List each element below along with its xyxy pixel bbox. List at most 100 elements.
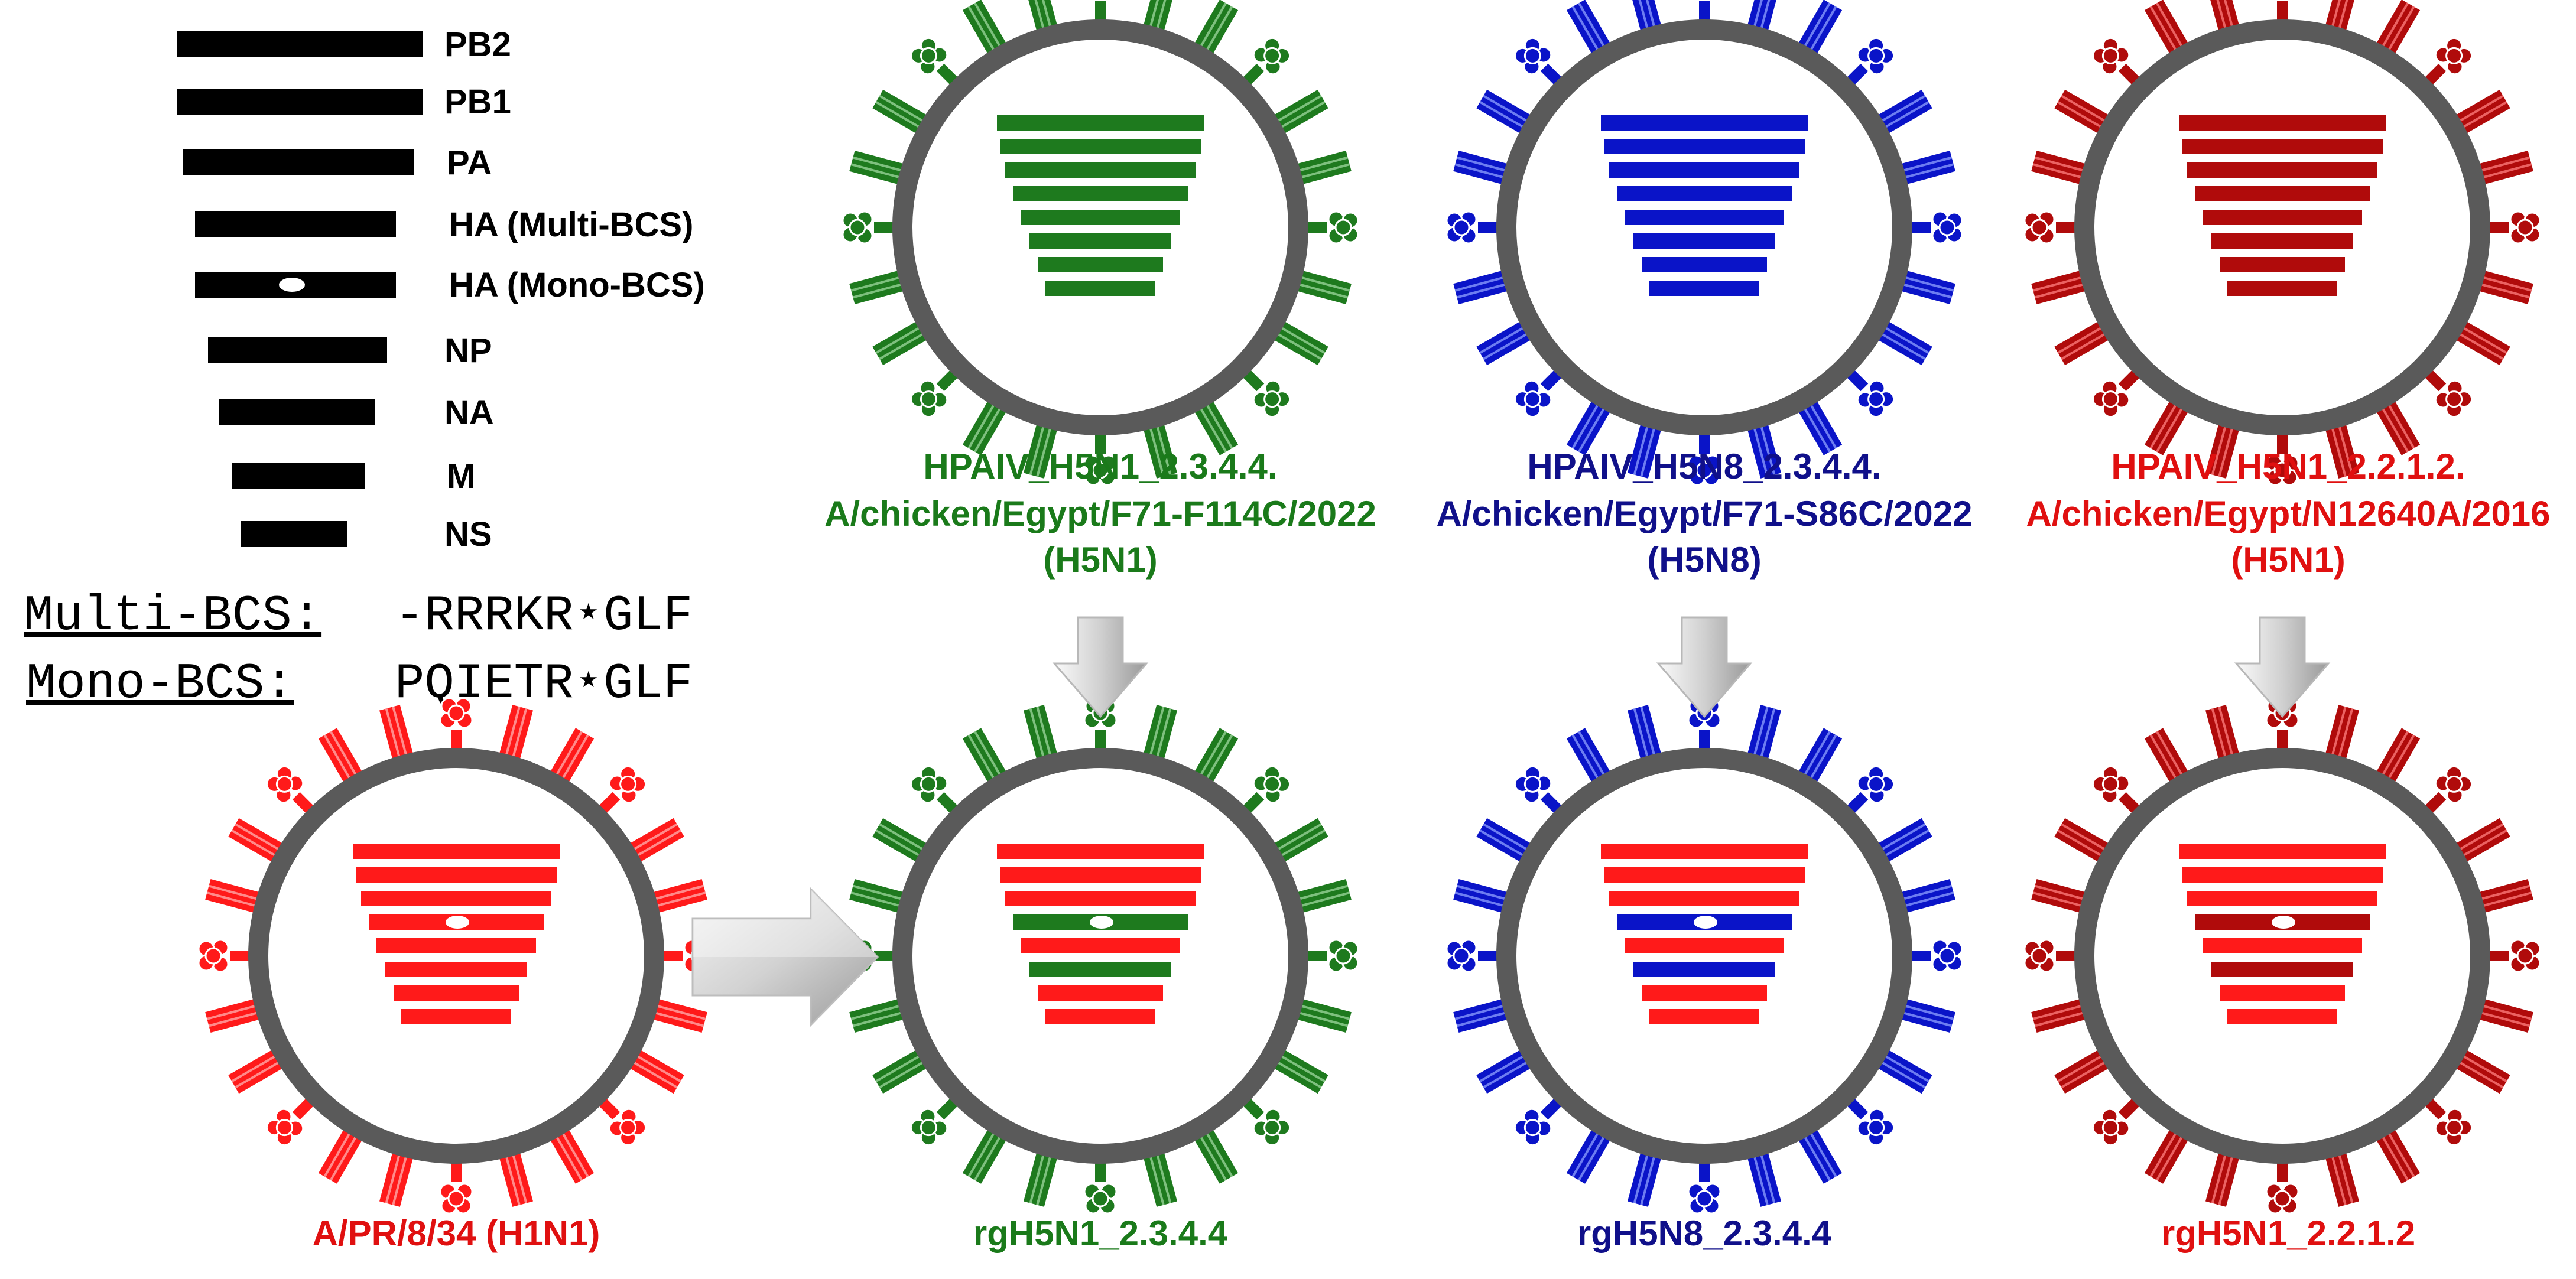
hemagglutinin-spike [1897,151,1955,185]
strain-isolate-line: A/chicken/Egypt/F71-S86C/2022 [1436,494,1972,533]
hemagglutinin-spike [849,269,908,304]
hemagglutinin-spike [2144,0,2191,57]
viral-envelope [1496,748,1912,1164]
rna-segment [356,867,557,883]
hemagglutinin-spike [2374,398,2421,455]
hemagglutinin-spike [1024,705,1058,763]
rna-segment [376,938,536,953]
mono-bcs-marker [2272,916,2295,929]
hemagglutinin-spike [1293,879,1352,914]
segment-row: NS [241,515,492,554]
hemagglutinin-spike [872,319,930,366]
hemagglutinin-spike [2475,269,2533,304]
neuraminidase-spike [1303,939,1359,973]
hemagglutinin-spike [1628,1148,1662,1207]
hemagglutinin-spike [1453,879,1512,914]
hemagglutinin-spike [1192,398,1239,455]
rna-segment [1013,186,1188,201]
hemagglutinin-spike [1142,0,1177,35]
neuraminidase-spike [1083,1158,1118,1215]
rna-segment [1609,891,1799,906]
hemagglutinin-spike [1271,818,1328,864]
hemagglutinin-spike [1142,420,1177,479]
hemagglutinin-spike [1897,269,1955,304]
hemagglutinin-spike [1293,151,1352,185]
segment-row: NP [208,331,492,370]
neuraminidase-spike [1844,1095,1895,1147]
neuraminidase-spike [1083,430,1118,486]
hemagglutinin-spike [1566,398,1613,455]
neuraminidase-spike [1687,1158,1721,1215]
hemagglutinin-spike [2374,0,2421,57]
rna-segment [1604,867,1805,883]
rna-segment [401,1009,511,1024]
rna-segment [1604,139,1805,154]
rna-segment [1021,938,1180,953]
viral-envelope [892,748,1308,1164]
hemagglutinin-spike [872,1047,930,1094]
hemagglutinin-spike [2144,398,2191,455]
rna-segment [1601,844,1808,859]
hemagglutinin-spike [1024,1148,1058,1207]
viral-envelope [1496,19,1912,435]
hemagglutinin-spike [962,728,1009,786]
rna-segment [2220,985,2345,1001]
rna-segment [2195,186,2370,201]
virion-rgh5n1-2212 [2023,697,2541,1215]
right-arrow-icon [691,887,879,1027]
rna-segment [1625,938,1784,953]
rna-segment [2182,139,2383,154]
rna-segment [2227,1009,2337,1024]
rna-segment [2211,962,2353,977]
hemagglutinin-spike [626,818,684,864]
neuraminidase-spike [1303,210,1359,245]
hemagglutinin-spike [1024,420,1058,479]
label-rgh5n8-2344: rgH5N8_2.3.4.4 [1577,1213,1832,1253]
segment-label: PB1 [444,83,511,121]
virion-hpaiv-h5n8-2344 [1445,0,1963,486]
hemagglutinin-spike [1476,818,1534,864]
hemagglutinin-spike [962,0,1009,57]
strain-name-line: HPAIV_H5N1_2.3.4.4. [923,447,1277,486]
hemagglutinin-spike [498,705,533,763]
hemagglutinin-spike [2031,998,2090,1033]
segment-row: PB2 [177,25,511,64]
hemagglutinin-spike [1796,728,1843,786]
strain-subtype-line: (H5N8) [1647,540,1761,580]
hemagglutinin-spike [2324,1148,2359,1207]
hemagglutinin-spike [2324,420,2359,479]
rna-segment [1021,210,1180,225]
hemagglutinin-spike [2452,319,2510,366]
hemagglutinin-spike [2054,1047,2112,1094]
viral-envelope [2074,748,2490,1164]
segment-bar [177,31,423,57]
hemagglutinin-spike [649,879,707,914]
neuraminidase-spike [439,1158,473,1215]
segment-bar [219,399,375,425]
neuraminidase-spike [1687,430,1721,486]
segment-bar [183,149,414,175]
mono-bcs-marker [1694,916,1717,929]
hemagglutinin-spike [1796,398,1843,455]
hemagglutinin-spike [626,1047,684,1094]
segment-row: NA [219,393,494,432]
hemagglutinin-spike [548,728,595,786]
hemagglutinin-spike [2374,728,2421,786]
mono-bcs-marker [279,278,305,292]
strain-isolate-line: A/chicken/Egypt/N12640A/2016 [2026,494,2550,533]
hemagglutinin-spike [498,1148,533,1207]
rna-segment [2203,210,2362,225]
hemagglutinin-spike [2031,879,2090,914]
hemagglutinin-spike [2475,151,2533,185]
hemagglutinin-spike [1566,0,1613,57]
hemagglutinin-spike [1875,1047,1932,1094]
rna-segment [385,962,527,977]
hemagglutinin-spike [1476,319,1534,366]
rna-segment [1029,962,1171,977]
neuraminidase-spike [2485,210,2541,245]
segment-bar [232,463,365,489]
neuraminidase-spike [842,210,898,245]
segment-label: NA [444,393,494,432]
hemagglutinin-spike [1476,89,1534,136]
bcs-section: Multi-BCS: -RRRKR⋆GLF Mono-BCS: PQIETR⋆G… [24,588,693,712]
